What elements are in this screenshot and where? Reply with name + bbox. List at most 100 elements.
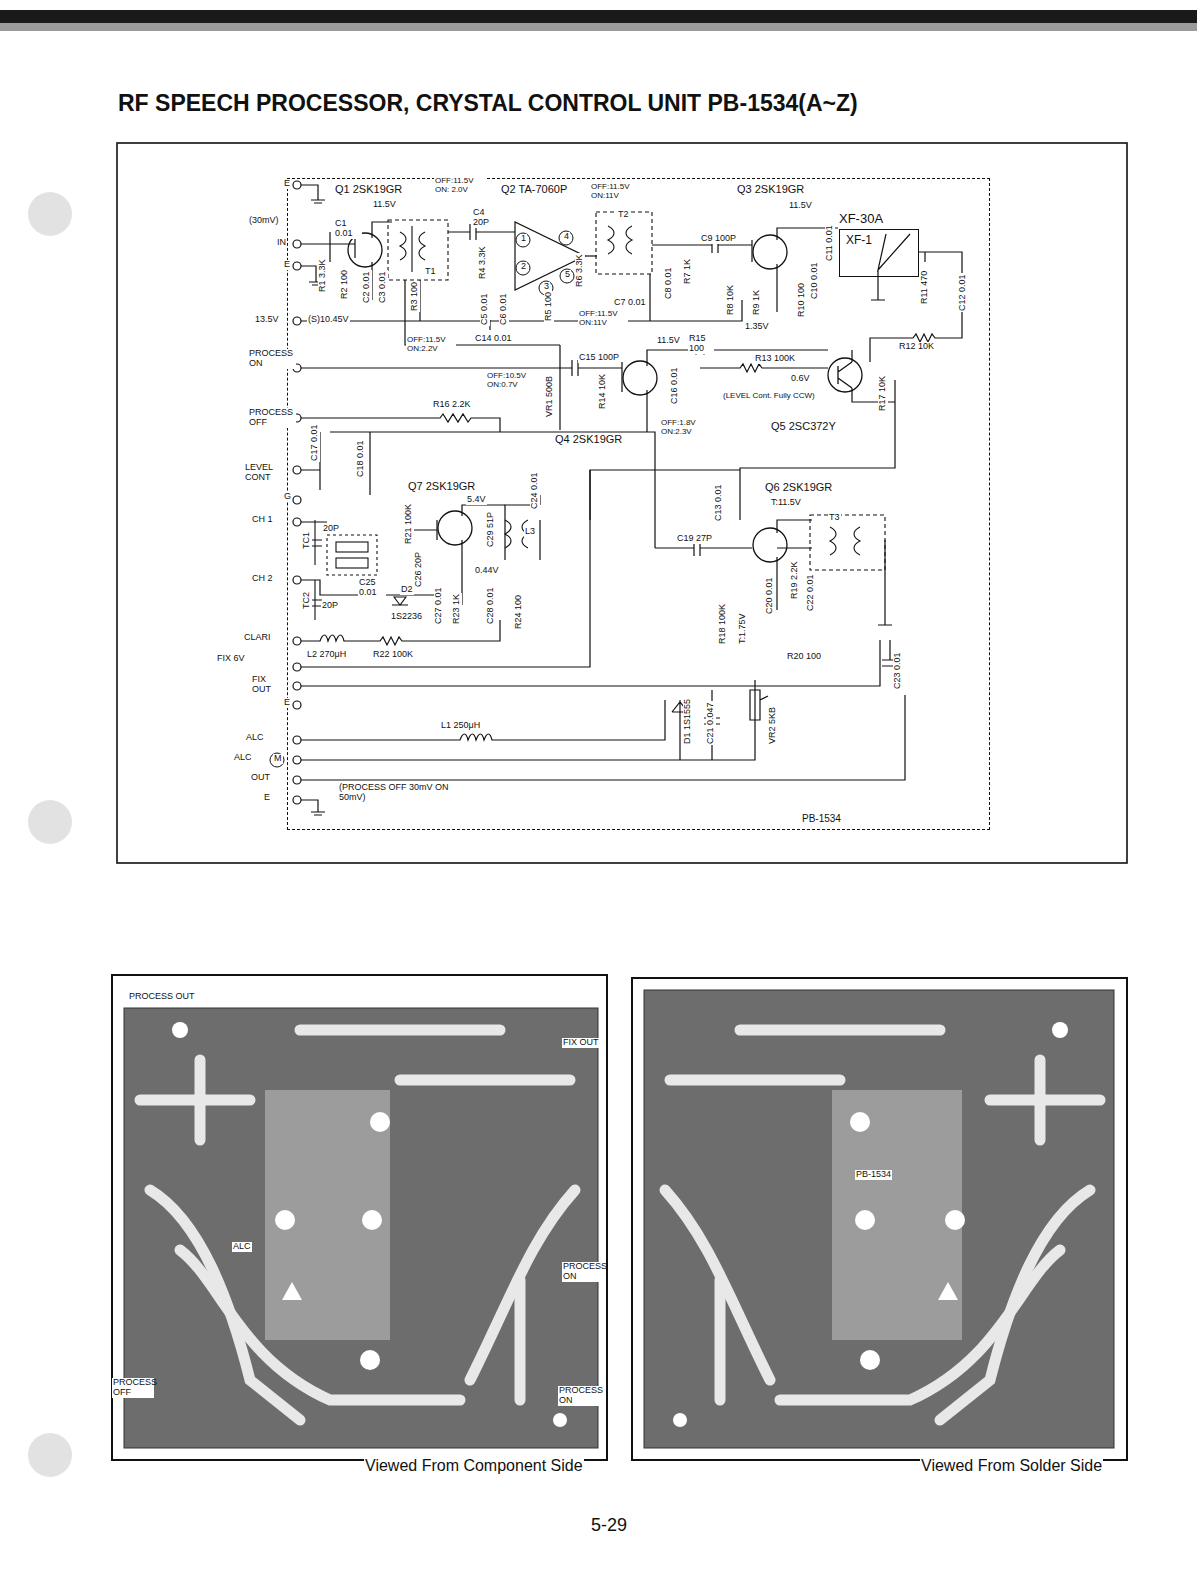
transistor-symbol [438,511,472,545]
component-label: E [263,793,271,803]
component-label: C19 27P [676,534,713,544]
wire [301,185,962,815]
pcb-solder-side [673,1413,687,1427]
component-value: R23 1K [452,593,462,625]
component-label: 4 [563,232,570,242]
pcb-solder-side [632,978,1127,1460]
component-label: C4 20P [472,208,498,228]
component-label: IN [276,238,287,248]
terminal [293,796,301,804]
wire [301,695,905,780]
component-label: 11.5V [656,336,681,346]
component-label: R22 100K [372,650,414,660]
terminal [293,663,301,671]
wire [301,185,325,203]
wire [870,300,962,362]
transformer-symbol [336,558,368,568]
component-label: C1 0.01 [334,219,362,239]
component-label: E [283,260,291,270]
component-label: Q2 TA-7060P [500,183,568,195]
wire [515,222,585,290]
component-label: 1 [520,234,527,244]
component-value: VR1 500B [545,375,555,418]
transistor-symbol [753,528,787,562]
component-label: L3 [524,527,536,537]
pcb-component-side [124,1008,598,1448]
page-decoration [0,23,1197,31]
wire [852,350,895,460]
page-decoration [28,1433,72,1477]
pcb-component-side [172,1022,188,1038]
component-value: D1 1S1555 [683,698,693,745]
component-value: R2 100 [340,269,350,300]
component-label: E [283,179,291,189]
component-label: 1S2236 [390,612,423,622]
component-label: 1.35V [744,322,770,332]
component-label: 5-29 [590,1516,628,1536]
pcb-component-side [282,1282,302,1300]
page-decoration [28,192,72,236]
terminal [293,518,301,526]
component-label: 0.44V [474,566,500,576]
transistor-symbol [348,233,862,562]
transformer-symbol [830,527,860,555]
component-value: TC2 [302,591,312,610]
pcb-component-side [300,1025,500,1036]
component-label: E [283,698,291,708]
component-label: PROCESS ON [558,1386,600,1406]
component-value: C29 51P [486,511,496,548]
pcb-solder-side [715,1280,726,1400]
page-title: RF SPEECH PROCESSOR, CRYSTAL CONTROL UNI… [118,90,858,117]
pcb-solder-side [665,1030,1100,1420]
pcb-solder-side [740,1025,940,1036]
pin-circle [516,261,530,275]
page-decoration [28,800,72,844]
terminal [293,576,301,584]
wire [301,700,665,740]
transformer-symbol [596,212,652,274]
pcb-component-side [112,975,607,1460]
component-label: OUT [250,773,271,783]
component-label: R12 10K [898,342,935,352]
pcb-solder-side [1052,1022,1068,1038]
component-label: C14 0.01 [474,334,513,344]
pcb-component-side [195,1060,206,1140]
component-value: C17 0.01 [310,423,320,462]
component-label: 20P [321,601,339,611]
pcb-solder-side [1035,1060,1046,1140]
terminal [293,496,301,504]
component-value: R14 10K [598,373,608,410]
component-label: Q5 2SC372Y [770,420,837,432]
board-name: PB-1534 [801,813,842,824]
component-label: G [283,492,292,502]
component-value: R17 10K [878,375,888,412]
view-caption: Viewed From Solder Side [920,1457,1103,1475]
pin-circle [270,231,574,767]
wire [672,690,720,760]
terminal [293,682,301,690]
pcb-component-side [265,1090,390,1340]
component-label: (LEVEL Cont. Fully CCW) [722,392,816,401]
component-value: C6 0.01 [499,292,509,326]
component-label: Q6 2SK19GR [764,481,833,493]
pcb-solder-side [832,1090,962,1340]
filter-name: XF-30A [838,212,884,226]
component-value: R9 1K [752,289,762,316]
component-label: L2 270μH [306,650,347,660]
pcb-solder-side [855,1210,875,1230]
component-label: OFF:11.5V ON:2.2V [406,336,456,354]
pcb-solder-side [673,1022,1068,1427]
component-value: R8 10K [726,284,736,316]
component-value: R6 3.3K [575,253,585,288]
wire [329,232,330,262]
component-value: C28 0.01 [486,586,496,625]
transformer-symbol [810,515,885,570]
component-value: C26 20P [414,551,424,588]
component-label: OFF:11.5V ON:11V [590,183,642,201]
pcb-solder-side [632,978,1127,1460]
pcb-solder-side [945,1210,965,1230]
transformer-symbol [392,597,408,605]
component-value: R5 100 [544,291,554,322]
component-label: PB-1534 [855,1170,892,1180]
filter-crystal [878,234,910,276]
